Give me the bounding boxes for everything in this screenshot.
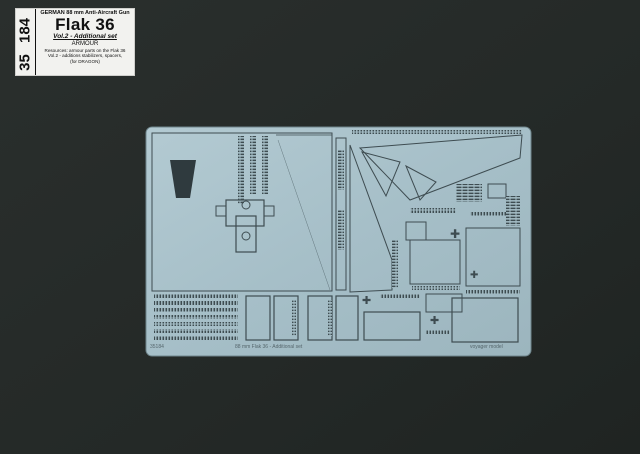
- fret-title-text: 88 mm Flak 36 - Additional set: [235, 344, 303, 350]
- svg-text:✚: ✚: [430, 314, 439, 327]
- fret-code-text: 35184: [150, 344, 164, 350]
- label-description-1: Resources: armour parts on the Flak 36: [44, 48, 126, 53]
- label-volume: Vol.2 - Additional set: [53, 33, 117, 40]
- fret-bottom-strips: [154, 294, 238, 340]
- fret-left-panel: [151, 132, 333, 292]
- fret-right-lower-parts: ✚ ✚: [392, 212, 521, 294]
- fret-right-panels: [352, 130, 523, 226]
- label-text-block: GERMAN 88 mm Anti-Aircraft Gun Flak 36 V…: [37, 10, 133, 64]
- svg-text:✚: ✚: [470, 270, 478, 281]
- svg-text:✚: ✚: [362, 294, 371, 307]
- label-title: Flak 36: [55, 15, 115, 34]
- product-number-column: 35 184: [16, 9, 36, 75]
- svg-text:✚: ✚: [450, 227, 460, 241]
- fret-middle-column: [335, 137, 393, 293]
- label-compatibility: (for DRAGON): [70, 58, 100, 64]
- fret-maker-text: voyager model: [470, 344, 503, 350]
- label-subject: GERMAN 88 mm Anti-Aircraft Gun: [40, 10, 130, 16]
- label-description-2: Vol.2 - additions stabilizers, spacers,: [47, 53, 123, 59]
- label-category: ARMOUR: [71, 41, 99, 47]
- product-label-card: 35 184 GERMAN 88 mm Anti-Aircraft Gun Fl…: [15, 8, 135, 76]
- fret-bottom-plates: ✚ ✚: [245, 293, 519, 343]
